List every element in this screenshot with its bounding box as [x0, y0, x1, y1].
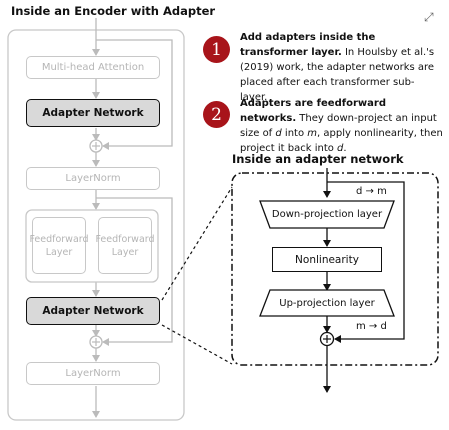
point-2-body-c: , apply nonlinearity, then project it ba… — [240, 128, 443, 154]
nonlinearity-box: Nonlinearity — [272, 247, 382, 272]
point-1-body: In Houlsby et al.'s (2019) work, the ada… — [240, 47, 435, 103]
point-2-text: Adapters are feedforward networks. They … — [240, 96, 445, 156]
var-d: d — [275, 128, 282, 139]
adapter-title: Inside an adapter network — [232, 152, 404, 166]
feedforward-right-line2: Layer — [111, 246, 139, 258]
layernorm-box-1: LayerNorm — [26, 167, 160, 190]
encoder-title: Inside an Encoder with Adapter — [11, 4, 216, 18]
expand-icon[interactable]: ⤢ — [424, 10, 434, 24]
residual-add-icon-1 — [89, 139, 103, 153]
feedforward-box-right: Feedforward Layer — [95, 217, 155, 274]
point-1-text: Add adapters inside the transformer laye… — [240, 30, 440, 105]
up-dimension-label: m → d — [356, 321, 387, 332]
var-m: m — [307, 128, 318, 139]
up-projection-shape — [259, 289, 395, 317]
step-marker-2: 2 — [203, 101, 230, 128]
feedforward-left-line2: Layer — [45, 246, 73, 258]
adapter-zoom-frame — [231, 172, 439, 366]
down-dimension-label: d → m — [356, 186, 387, 197]
attention-box: Multi-head Attention — [26, 56, 160, 79]
feedforward-right-line1: Feedforward — [95, 233, 155, 245]
layernorm-box-2: LayerNorm — [26, 362, 160, 385]
adapter-add-icon — [319, 331, 335, 347]
up-projection-label: Up-projection layer — [279, 297, 375, 309]
feedforward-group — [25, 209, 159, 283]
down-projection-label: Down-projection layer — [271, 209, 383, 220]
down-projection-shape — [259, 200, 395, 229]
point-2-heading: Adapters are feedforward networks. — [240, 98, 386, 124]
feedforward-box-left: Feedforward Layer — [29, 217, 89, 274]
step-marker-1: 1 — [203, 36, 230, 63]
point-2-body-d: . — [343, 143, 347, 154]
point-2-body-a: They down-project an input size of — [240, 113, 437, 139]
adapter-network-box-top: Adapter Network — [26, 99, 160, 127]
residual-add-icon-2 — [89, 335, 103, 349]
feedforward-left-line1: Feedforward — [29, 233, 89, 245]
adapter-network-box-bottom: Adapter Network — [26, 297, 160, 325]
point-1-heading: Add adapters inside the transformer laye… — [240, 32, 376, 58]
var-d-2: d — [337, 143, 344, 154]
point-2-body-b: into — [281, 128, 308, 139]
